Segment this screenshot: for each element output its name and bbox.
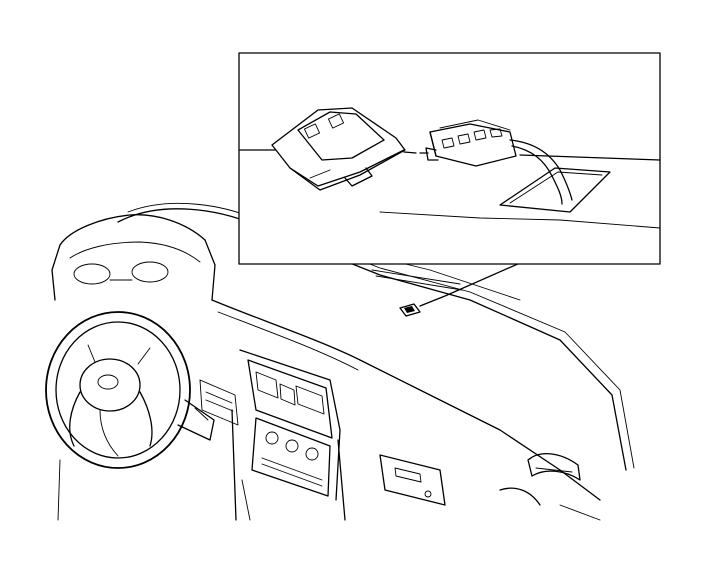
leader-line [419, 262, 521, 307]
switch-button [271, 107, 406, 191]
connector-plug [425, 119, 573, 205]
dashboard-illustration [45, 203, 635, 521]
dash-opening [499, 167, 611, 213]
detail-inset [238, 52, 661, 265]
